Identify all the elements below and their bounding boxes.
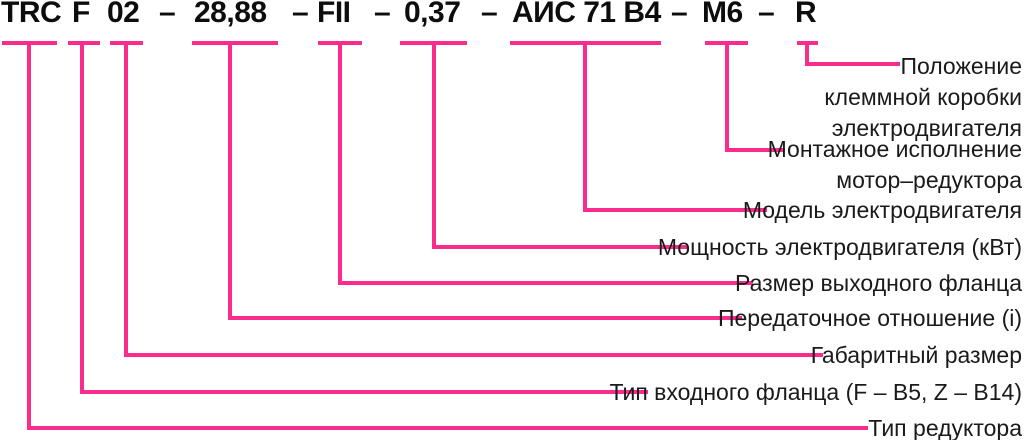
connector-mounting-design [705,41,785,152]
code-segment-gear-ratio: 28,88 [194,0,267,29]
label-gear-ratio: Передаточное отношение (i) [717,305,1022,331]
label-reducer-type: Тип редуктора [868,415,1022,440]
connector-gear-ratio [192,41,742,320]
code-separator: – [159,0,176,29]
code-segment-reducer-type: TRC [1,0,62,29]
code-segment-input-flange-type: F [72,0,90,29]
code-separator: – [374,0,391,29]
code-separator: – [481,0,498,29]
label-output-flange-size: Размер выходного фланца [735,270,1022,296]
connector-overall-size [110,41,823,357]
connector-motor-model [510,41,767,212]
label-terminal-box-position: Положение клеммной коробки электродвигат… [824,53,1022,141]
code-segment-motor-power: 0,37 [404,0,461,29]
label-motor-power: Мощность электродвигателя (кВт) [657,234,1022,260]
code-segment-overall-size: 02 [107,0,140,29]
code-separator: – [758,0,775,29]
code-segment-motor-model: АИС 71 B4 [512,0,661,29]
code-segment-output-flange: FII [317,0,351,29]
label-mounting-design: Монтажное исполнение мотор–редуктора [767,136,1022,193]
connector-terminal-box [797,41,900,66]
connector-reducer-type [2,41,868,430]
connector-output-flange [318,41,753,285]
code-segment-terminal-box: R [795,0,817,29]
label-motor-model: Модель электродвигателя [742,197,1022,223]
code-separator: – [671,0,688,29]
label-overall-size: Габаритный размер [810,342,1022,368]
code-segment-mounting-design: M6 [702,0,743,29]
label-input-flange-type: Тип входного фланца (F – B5, Z – B14) [609,379,1022,405]
code-separator: – [292,0,309,29]
connector-motor-power [400,41,688,249]
connector-input-flange-type [68,41,648,394]
